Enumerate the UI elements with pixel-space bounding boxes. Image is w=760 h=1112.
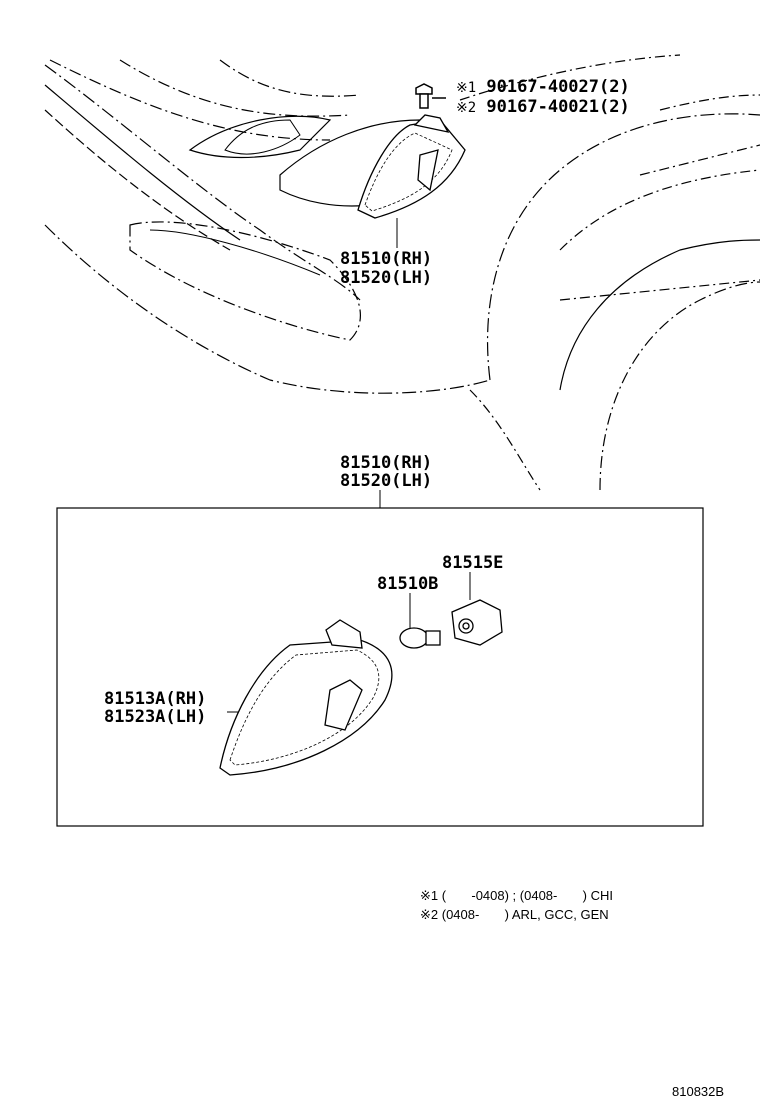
note-ref: ※2 <box>456 100 477 116</box>
note-text: (0408- ) ARL, GCC, GEN <box>441 907 609 922</box>
vehicle-body-outline <box>44 54 760 491</box>
applicability-note-2: ※2 (0408- ) ARL, GCC, GEN <box>420 906 609 923</box>
socket-icon <box>451 599 503 646</box>
assembly-frame <box>56 507 704 827</box>
note-ref: ※1 <box>420 888 439 903</box>
part-number: 90167-40021(2) <box>486 97 630 117</box>
callout-lamp-assy-rh[interactable]: 81510(RH) <box>340 453 433 473</box>
note-ref: ※2 <box>420 907 439 922</box>
lamp-lens <box>219 619 393 776</box>
callout-lamp-assy-lh[interactable]: 81520(LH) <box>340 471 433 491</box>
callout-lamp-rh-top[interactable]: 81510(RH) <box>340 249 433 269</box>
callout-lens-lh[interactable]: 81523A(LH) <box>104 707 207 727</box>
callout-socket[interactable]: 81515E <box>442 553 504 573</box>
corner-lamp-installed <box>357 114 466 219</box>
callout-bolt-2[interactable]: ※2 90167-40021(2) <box>456 98 630 118</box>
diagram-id: 810832B <box>672 1084 725 1099</box>
callout-lens-rh[interactable]: 81513A(RH) <box>104 689 207 709</box>
callout-bulb[interactable]: 81510B <box>377 574 439 594</box>
applicability-note-1: ※1 ( -0408) ; (0408- ) CHI <box>420 887 613 904</box>
note-text: ( -0408) ; (0408- ) CHI <box>441 888 613 903</box>
bulb-icon <box>399 627 441 649</box>
bolt-icon <box>415 83 446 109</box>
callout-bolt-1[interactable]: ※1 90167-40027(2) <box>456 78 630 98</box>
part-number: 90167-40027(2) <box>486 77 630 97</box>
callout-lamp-lh-top[interactable]: 81520(LH) <box>340 268 433 288</box>
note-ref: ※1 <box>456 80 477 96</box>
